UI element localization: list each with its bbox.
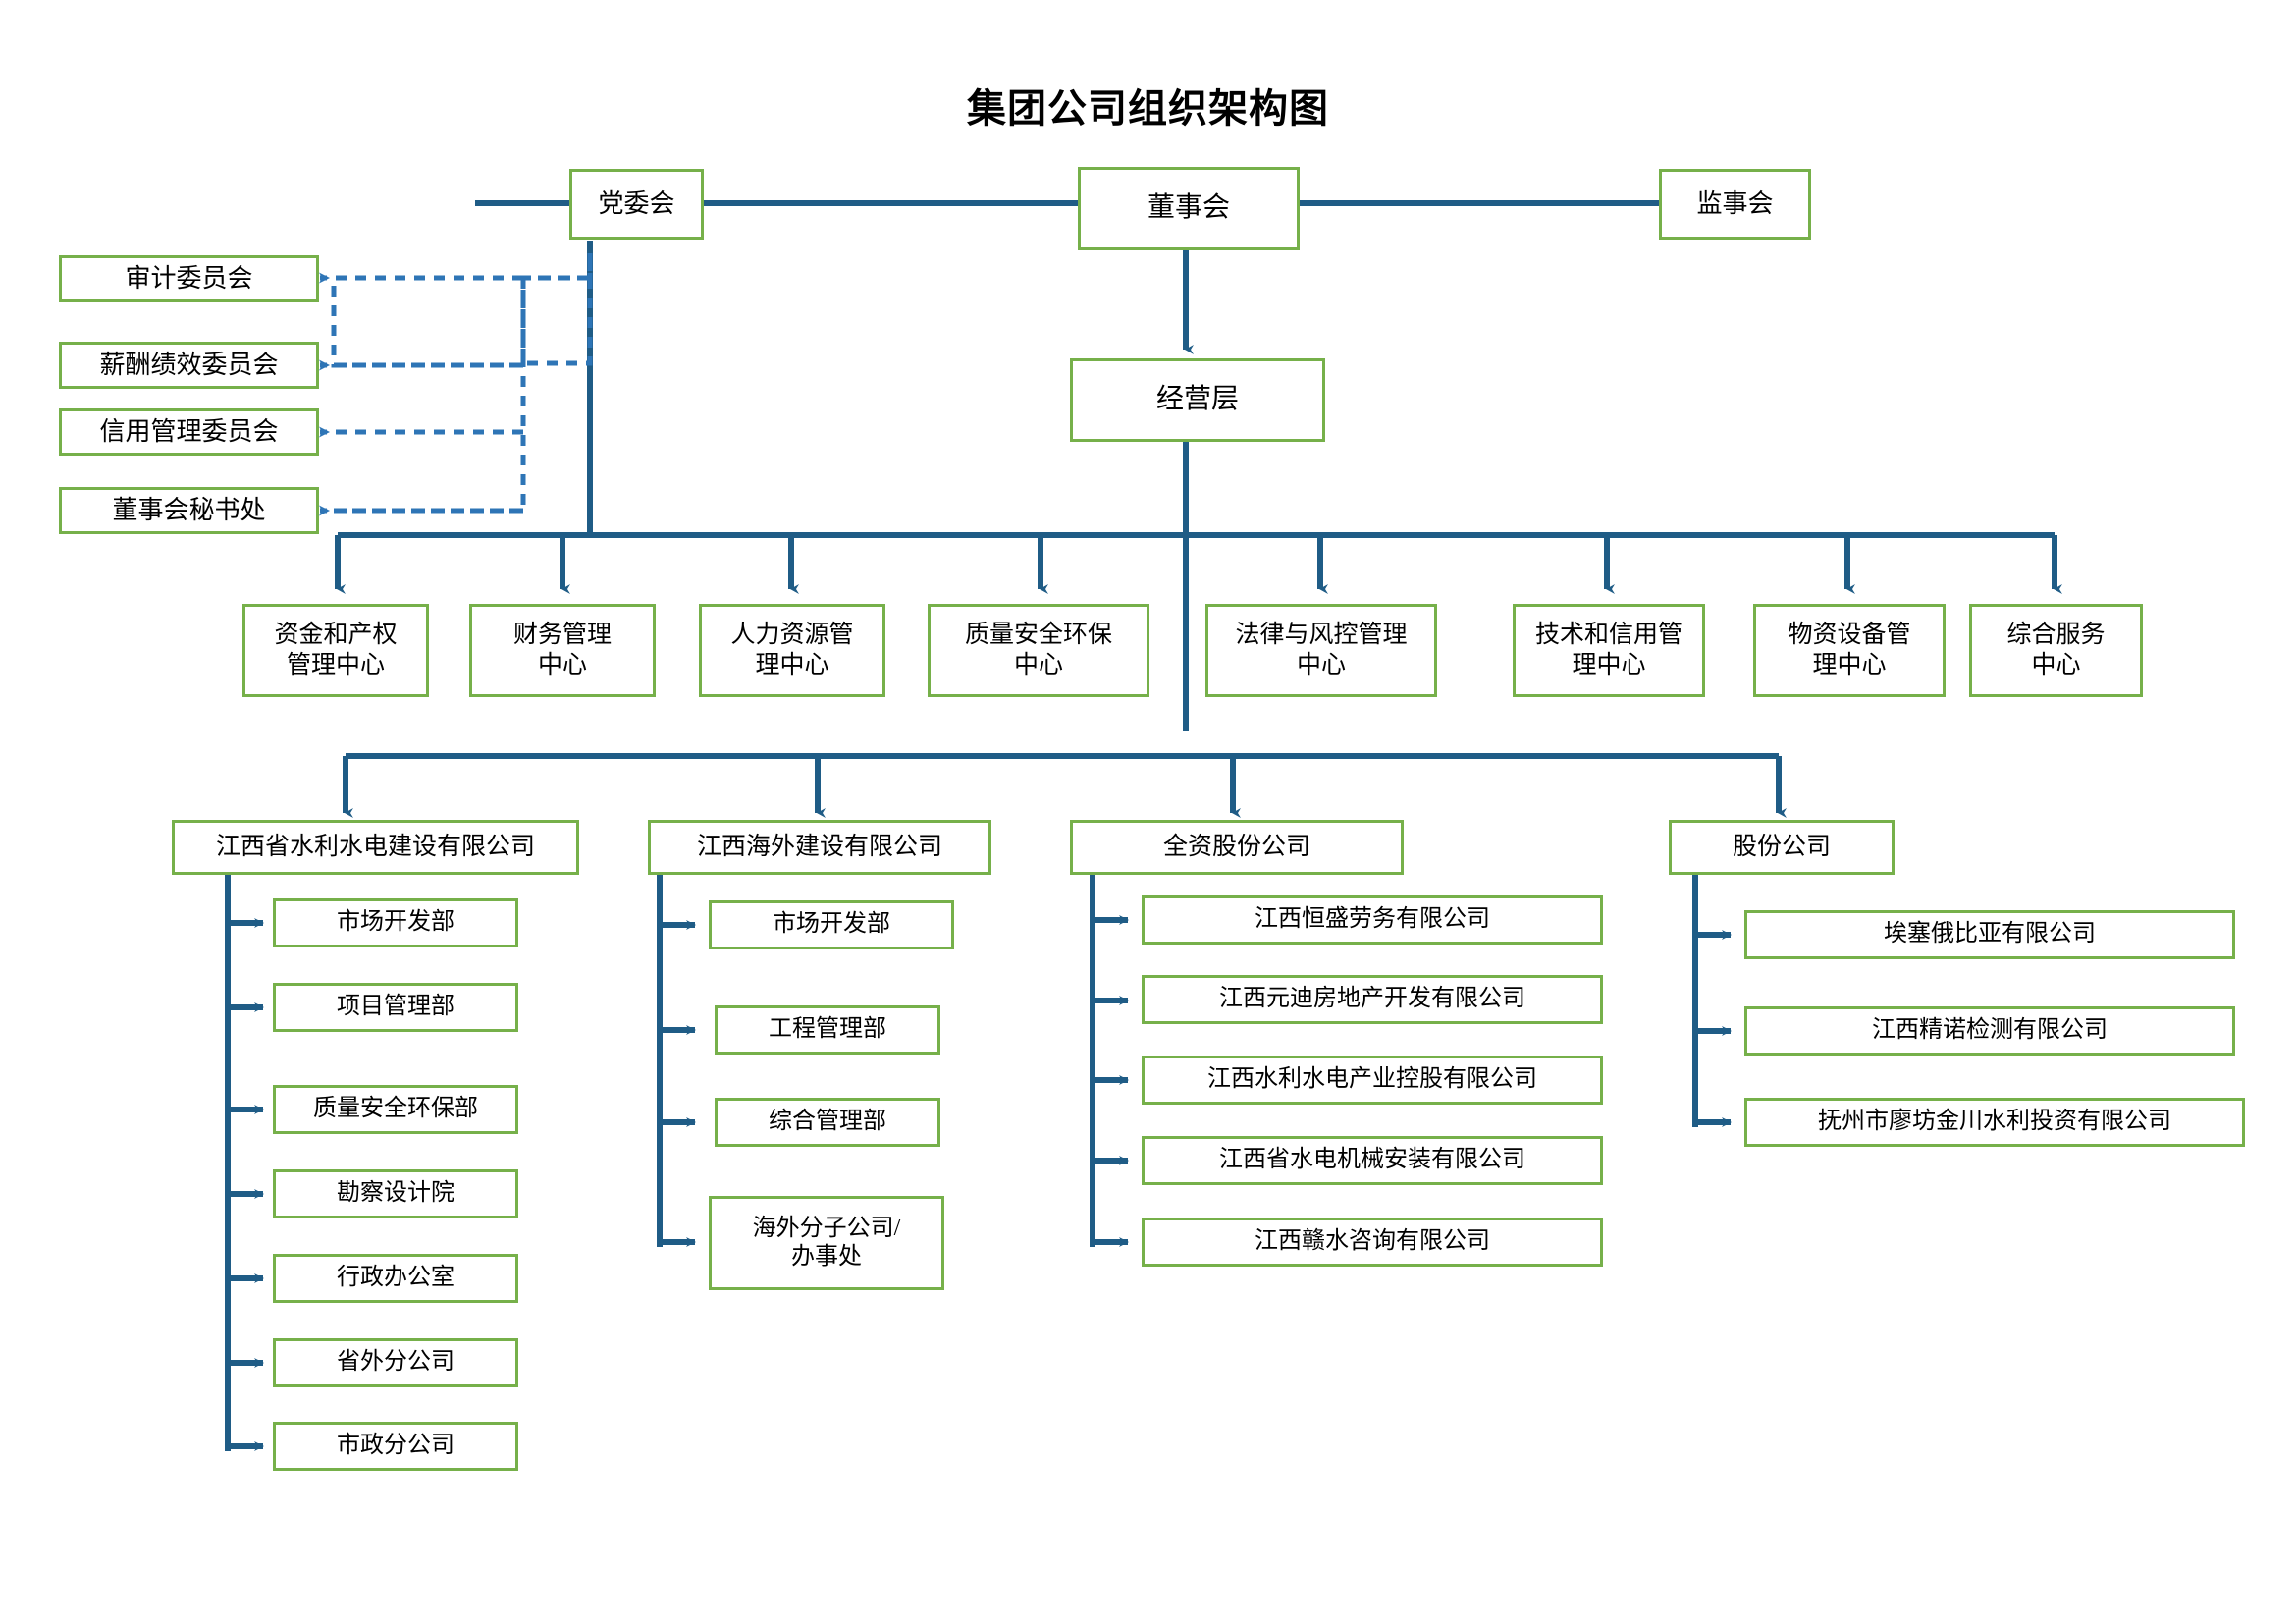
node-committee-2[interactable]: 信用管理委员会 [59, 408, 319, 456]
node-committee-1[interactable]: 薪酬绩效委员会 [59, 342, 319, 389]
node-sub0-child-0[interactable]: 市场开发部 [273, 898, 518, 947]
node-label: 抚州市廖坊金川水利投资有限公司 [1818, 1109, 2171, 1135]
node-label: 质量安全环保 中心 [964, 622, 1112, 678]
node-sub0-child-3[interactable]: 勘察设计院 [273, 1169, 518, 1218]
node-sub1-child-1[interactable]: 工程管理部 [715, 1005, 940, 1055]
node-label: 江西精诺检测有限公司 [1872, 1017, 2108, 1044]
node-sub0-child-4[interactable]: 行政办公室 [273, 1254, 518, 1303]
node-subsidiary-1[interactable]: 江西海外建设有限公司 [648, 820, 991, 875]
node-label: 海外分子公司/ 办事处 [752, 1215, 901, 1270]
node-center-1[interactable]: 财务管理 中心 [469, 604, 656, 697]
node-label: 项目管理部 [337, 994, 454, 1020]
node-subsidiary-3[interactable]: 股份公司 [1669, 820, 1895, 875]
node-sub1-child-0[interactable]: 市场开发部 [709, 900, 954, 949]
node-center-5[interactable]: 技术和信用管 理中心 [1513, 604, 1705, 697]
node-sub2-child-4[interactable]: 江西赣水咨询有限公司 [1142, 1218, 1603, 1267]
node-sub3-child-1[interactable]: 江西精诺检测有限公司 [1744, 1006, 2235, 1056]
node-label: 法律与风控管理 中心 [1235, 622, 1408, 678]
node-label: 江西赣水咨询有限公司 [1255, 1228, 1490, 1255]
node-label: 股份公司 [1732, 833, 1831, 860]
node-label: 资金和产权 管理中心 [274, 622, 398, 678]
node-label: 江西省水电机械安装有限公司 [1219, 1147, 1525, 1173]
node-label: 党委会 [598, 189, 675, 219]
node-label: 质量安全环保部 [313, 1096, 478, 1122]
node-center-2[interactable]: 人力资源管 理中心 [699, 604, 885, 697]
node-label: 行政办公室 [337, 1265, 454, 1291]
node-label: 财务管理 中心 [512, 622, 612, 678]
node-label: 综合管理部 [769, 1109, 886, 1135]
node-committee-0[interactable]: 审计委员会 [59, 255, 319, 302]
node-sub0-child-1[interactable]: 项目管理部 [273, 983, 518, 1032]
node-sub1-child-2[interactable]: 综合管理部 [715, 1098, 940, 1147]
node-label: 人力资源管 理中心 [730, 622, 854, 678]
node-label: 省外分公司 [337, 1349, 454, 1376]
node-sub2-child-0[interactable]: 江西恒盛劳务有限公司 [1142, 895, 1603, 945]
node-sub0-child-6[interactable]: 市政分公司 [273, 1422, 518, 1471]
node-sub2-child-1[interactable]: 江西元迪房地产开发有限公司 [1142, 975, 1603, 1024]
node-label: 薪酬绩效委员会 [99, 351, 279, 380]
node-center-3[interactable]: 质量安全环保 中心 [928, 604, 1149, 697]
node-label: 董事会秘书处 [112, 496, 266, 525]
node-label: 江西省水利水电建设有限公司 [215, 833, 535, 860]
node-label: 江西元迪房地产开发有限公司 [1219, 986, 1525, 1012]
node-label: 勘察设计院 [337, 1180, 454, 1207]
node-party-committee[interactable]: 党委会 [569, 169, 704, 240]
node-label: 市场开发部 [337, 909, 454, 936]
node-label: 经营层 [1155, 384, 1239, 415]
node-label: 市政分公司 [337, 1433, 454, 1459]
node-committee-3[interactable]: 董事会秘书处 [59, 487, 319, 534]
node-management-layer[interactable]: 经营层 [1070, 358, 1325, 442]
node-label: 监事会 [1696, 189, 1774, 219]
node-sub2-child-2[interactable]: 江西水利水电产业控股有限公司 [1142, 1056, 1603, 1105]
node-label: 江西海外建设有限公司 [696, 833, 942, 860]
node-center-6[interactable]: 物资设备管 理中心 [1753, 604, 1946, 697]
node-sub0-child-5[interactable]: 省外分公司 [273, 1338, 518, 1387]
node-subsidiary-0[interactable]: 江西省水利水电建设有限公司 [172, 820, 579, 875]
node-board-of-supervisors[interactable]: 监事会 [1659, 169, 1811, 240]
node-center-0[interactable]: 资金和产权 管理中心 [242, 604, 429, 697]
node-label: 物资设备管 理中心 [1788, 622, 1911, 678]
node-sub1-child-3[interactable]: 海外分子公司/ 办事处 [709, 1196, 944, 1290]
node-sub3-child-0[interactable]: 埃塞俄比亚有限公司 [1744, 910, 2235, 959]
node-center-4[interactable]: 法律与风控管理 中心 [1205, 604, 1437, 697]
node-sub0-child-2[interactable]: 质量安全环保部 [273, 1085, 518, 1134]
node-center-7[interactable]: 综合服务 中心 [1969, 604, 2143, 697]
node-label: 综合服务 中心 [2006, 622, 2106, 678]
node-label: 江西恒盛劳务有限公司 [1255, 906, 1490, 933]
node-sub3-child-2[interactable]: 抚州市廖坊金川水利投资有限公司 [1744, 1098, 2245, 1147]
node-label: 技术和信用管 理中心 [1534, 622, 1682, 678]
node-label: 埃塞俄比亚有限公司 [1884, 921, 2096, 947]
node-label: 江西水利水电产业控股有限公司 [1207, 1066, 1537, 1093]
node-sub2-child-3[interactable]: 江西省水电机械安装有限公司 [1142, 1136, 1603, 1185]
node-label: 信用管理委员会 [99, 417, 279, 447]
node-label: 工程管理部 [769, 1016, 886, 1043]
node-subsidiary-2[interactable]: 全资股份公司 [1070, 820, 1404, 875]
node-board-of-directors[interactable]: 董事会 [1078, 167, 1300, 250]
node-label: 全资股份公司 [1162, 833, 1310, 860]
node-label: 审计委员会 [125, 264, 253, 294]
node-label: 董事会 [1147, 192, 1230, 224]
page-title: 集团公司组织架构图 [967, 86, 1329, 131]
node-label: 市场开发部 [773, 911, 890, 938]
